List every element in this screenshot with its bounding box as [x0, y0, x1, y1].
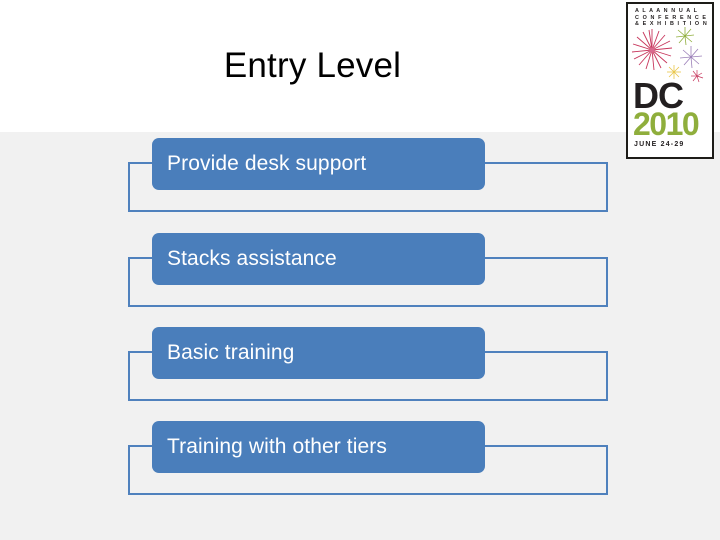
logo-year-text: 2010: [633, 106, 700, 142]
process-row: Stacks assistance: [0, 233, 720, 328]
logo-org-line-1: A L A A N N U A L: [635, 8, 699, 14]
process-row: Training with other tiers: [0, 421, 720, 516]
process-item-label: Basic training: [167, 341, 295, 364]
process-row: Basic training: [0, 327, 720, 422]
logo-org-line-3: & E X H I B I T I O N: [635, 21, 708, 28]
logo-org-line-2: C O N F E R E N C E: [635, 14, 708, 21]
page-title: Entry Level: [223, 46, 402, 85]
process-item-box[interactable]: Training with other tiers: [152, 421, 485, 473]
fireworks-burst-icon: [631, 27, 704, 83]
logo-dates-text: JUNE 24-29: [634, 141, 685, 148]
conference-logo: A L A A N N U A L C O N F E R E N C E & …: [626, 2, 714, 159]
logo-city-text: DC: [633, 75, 684, 116]
process-row: Provide desk support: [0, 138, 720, 233]
process-item-label: Training with other tiers: [167, 435, 387, 458]
logo-org-text: A L A A N N U A L C O N F E R E N C E & …: [635, 8, 709, 28]
process-item-box[interactable]: Provide desk support: [152, 138, 485, 190]
process-item-label: Provide desk support: [167, 152, 367, 175]
process-item-box[interactable]: Basic training: [152, 327, 485, 379]
process-item-box[interactable]: Stacks assistance: [152, 233, 485, 285]
process-item-label: Stacks assistance: [167, 247, 337, 270]
